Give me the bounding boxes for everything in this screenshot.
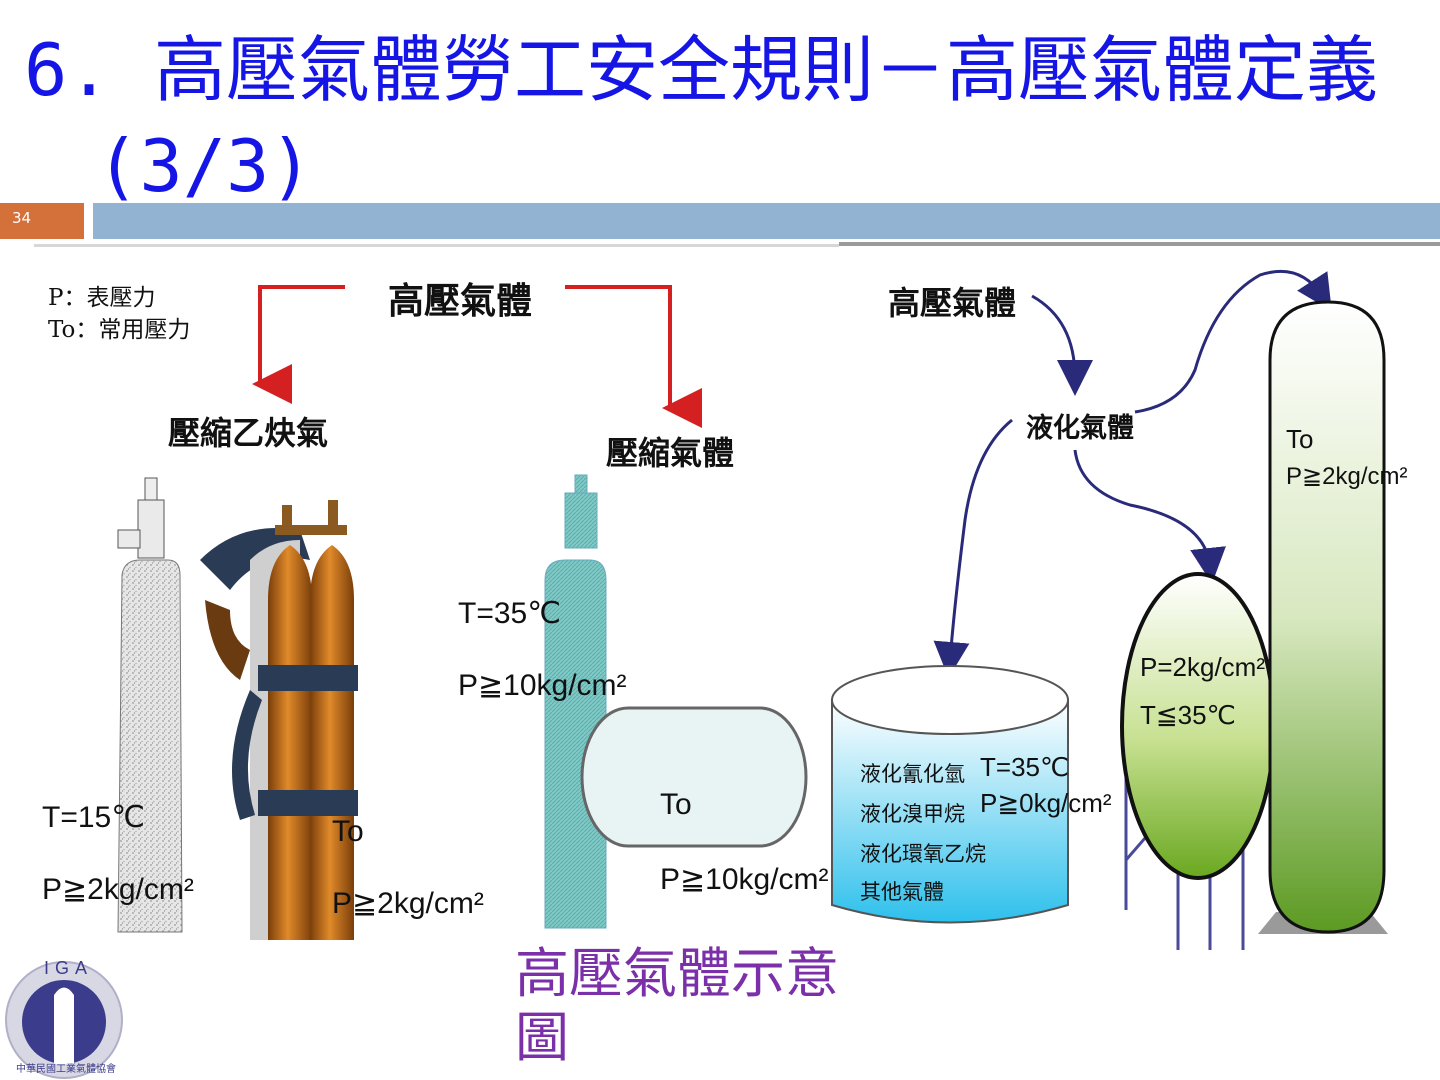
legend-pressure: P：表壓力 [48,285,156,311]
storage-item: 液化環氧乙烷 [860,842,986,866]
cylinder-to: To [332,815,364,848]
slide-number: 34 [12,209,32,227]
slide-title: 6. 高壓氣體勞工安全規則－高壓氣體定義 (3/3) [24,22,1434,214]
red-branch-arrows [252,285,702,428]
logo-org-name: 中華民國工業氣體協會 [16,1064,116,1075]
diagram-caption: 高壓氣體示意圖 [515,942,839,1069]
storage-item: 液化溴甲烷 [860,802,965,826]
header-band [93,203,1440,239]
title-line-1: 6. 高壓氣體勞工安全規則－高壓氣體定義 [24,28,1379,112]
compressed-gas-label: 壓縮氣體 [606,434,735,472]
right-root-label: 高壓氣體 [888,284,1017,322]
liquefied-storage-tank [831,665,1069,924]
iga-logo [5,961,123,1079]
column-pressure: P≧2kg/cm² [1286,463,1408,490]
cylinder-pressure: P≧2kg/cm² [332,887,484,920]
compressed-pressure: P≧10kg/cm² [458,669,627,702]
horizontal-tank [580,706,808,848]
tank-pressure: P≧10kg/cm² [660,863,829,896]
title-line-2: (3/3) [96,124,313,208]
storage-temp: T=35℃ [980,752,1070,782]
legend-normal-pressure: To：常用壓力 [48,317,191,343]
sphere-pressure: P=2kg/cm² [1140,652,1265,682]
divider-right [839,242,1440,246]
column-to: To [1286,424,1314,454]
tank-to: To [660,788,692,821]
logo-letters: IGA [44,958,94,978]
compressed-temp: T=35℃ [458,597,561,630]
left-root-label: 高壓氣體 [388,280,533,322]
storage-item: 液化氰化氫 [860,762,965,786]
slide-number-box: 34 [0,203,84,239]
acetylene-temp: T=15℃ [42,801,145,834]
storage-pressure: P≧0kg/cm² [980,788,1112,818]
divider-left [34,244,839,247]
sphere-temp: T≦35℃ [1140,700,1236,730]
tall-column-tank [1258,300,1388,934]
acetylene-label: 壓縮乙炔氣 [168,414,329,452]
spherical-tank [1120,572,1276,950]
compressed-gas-cylinder [544,474,607,929]
storage-item: 其他氣體 [860,880,944,904]
twin-gas-cylinders [200,500,358,940]
liquefied-gas-label: 液化氣體 [1026,413,1134,444]
navy-flow-arrows [933,270,1332,678]
acetylene-pressure: P≧2kg/cm² [42,873,194,906]
acetylene-cylinder [117,477,183,933]
